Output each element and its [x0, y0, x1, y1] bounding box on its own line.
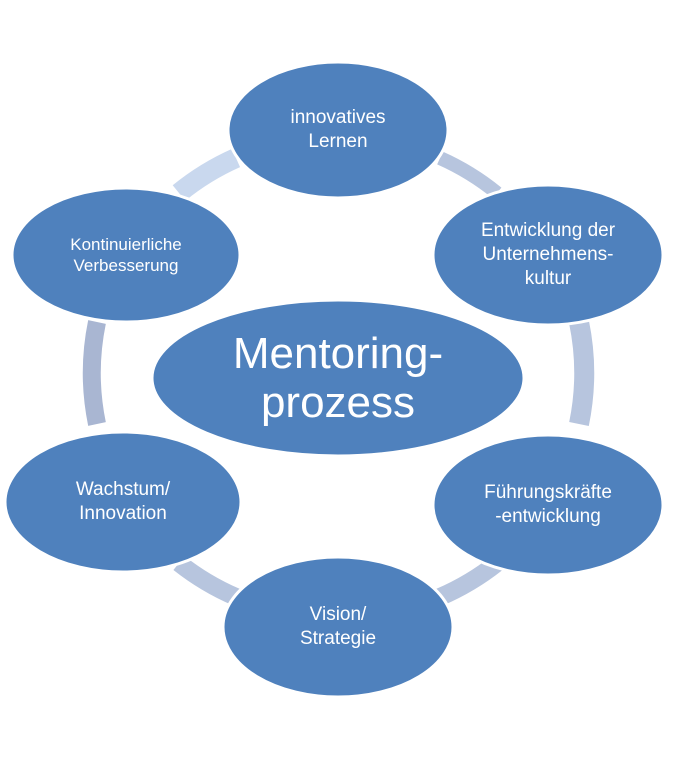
node-ellipse-wachstum	[3, 430, 243, 574]
node-ellipse-unternehmenskultur	[431, 183, 665, 327]
node-ellipse-vision-strategie	[221, 555, 455, 699]
connector-arc-6-1	[172, 148, 241, 201]
node-ellipse-verbesserung	[10, 186, 242, 324]
connector-arc-3-4	[436, 555, 503, 606]
connector-arc-1-2	[437, 151, 502, 199]
node-ellipse-fuehrungskraefte	[431, 433, 665, 577]
connector-arc-5-6	[82, 320, 106, 426]
node-ellipse-innovatives-lernen	[226, 60, 450, 200]
center-ellipse	[150, 298, 526, 458]
connector-arc-4-5	[173, 555, 240, 606]
connector-arc-2-3	[569, 319, 595, 427]
